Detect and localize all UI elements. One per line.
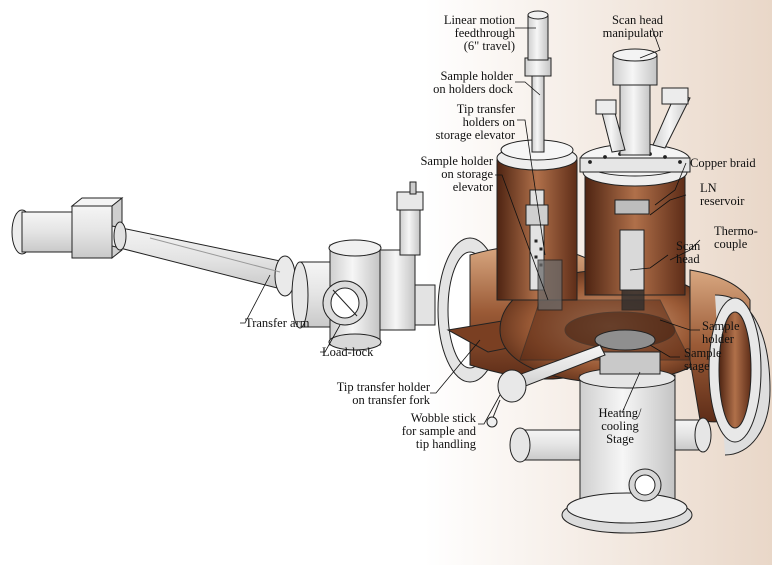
label-sample-stage: Sample stage bbox=[684, 346, 722, 373]
label-scan-head-manipulator: Scan head manipulator bbox=[602, 13, 663, 40]
label-scan-head: Scan head bbox=[676, 239, 701, 266]
label-load-lock: Load-lock bbox=[322, 345, 374, 359]
label-ln-reservoir: LN reservoir bbox=[700, 181, 745, 208]
right-port-drawing bbox=[689, 269, 771, 456]
label-wobble-stick: Wobble stick for sample and tip handling bbox=[401, 411, 476, 451]
leader-lines bbox=[240, 27, 701, 425]
label-heating-cooling-stage: Heating/ cooling Stage bbox=[598, 406, 642, 446]
label-sample-holder-dock: Sample holder on holders dock bbox=[433, 69, 513, 96]
label-thermocouple: Thermo- couple bbox=[714, 224, 758, 251]
left-vertical-chamber bbox=[496, 10, 578, 311]
label-transfer-arm: Transfer arm bbox=[245, 316, 310, 330]
label-linear-motion-feedthrough: Linear motion feedthrough (6" travel) bbox=[443, 13, 515, 53]
load-lock-drawing bbox=[291, 181, 436, 351]
label-sample-holder: Sample holder bbox=[702, 319, 740, 346]
lower-column-drawing bbox=[509, 329, 712, 534]
label-sample-holder-storage-elevator: Sample holder on storage elevator bbox=[420, 154, 493, 194]
wobble-stick-drawing bbox=[486, 344, 606, 428]
label-tip-transfer-fork: Tip transfer holder on transfer fork bbox=[336, 380, 430, 407]
transfer-arm-drawing bbox=[11, 196, 296, 297]
label-copper-braid: Copper braid bbox=[690, 156, 756, 170]
label-tip-transfer-storage-elevator: Tip transfer holders on storage elevator bbox=[435, 102, 515, 142]
